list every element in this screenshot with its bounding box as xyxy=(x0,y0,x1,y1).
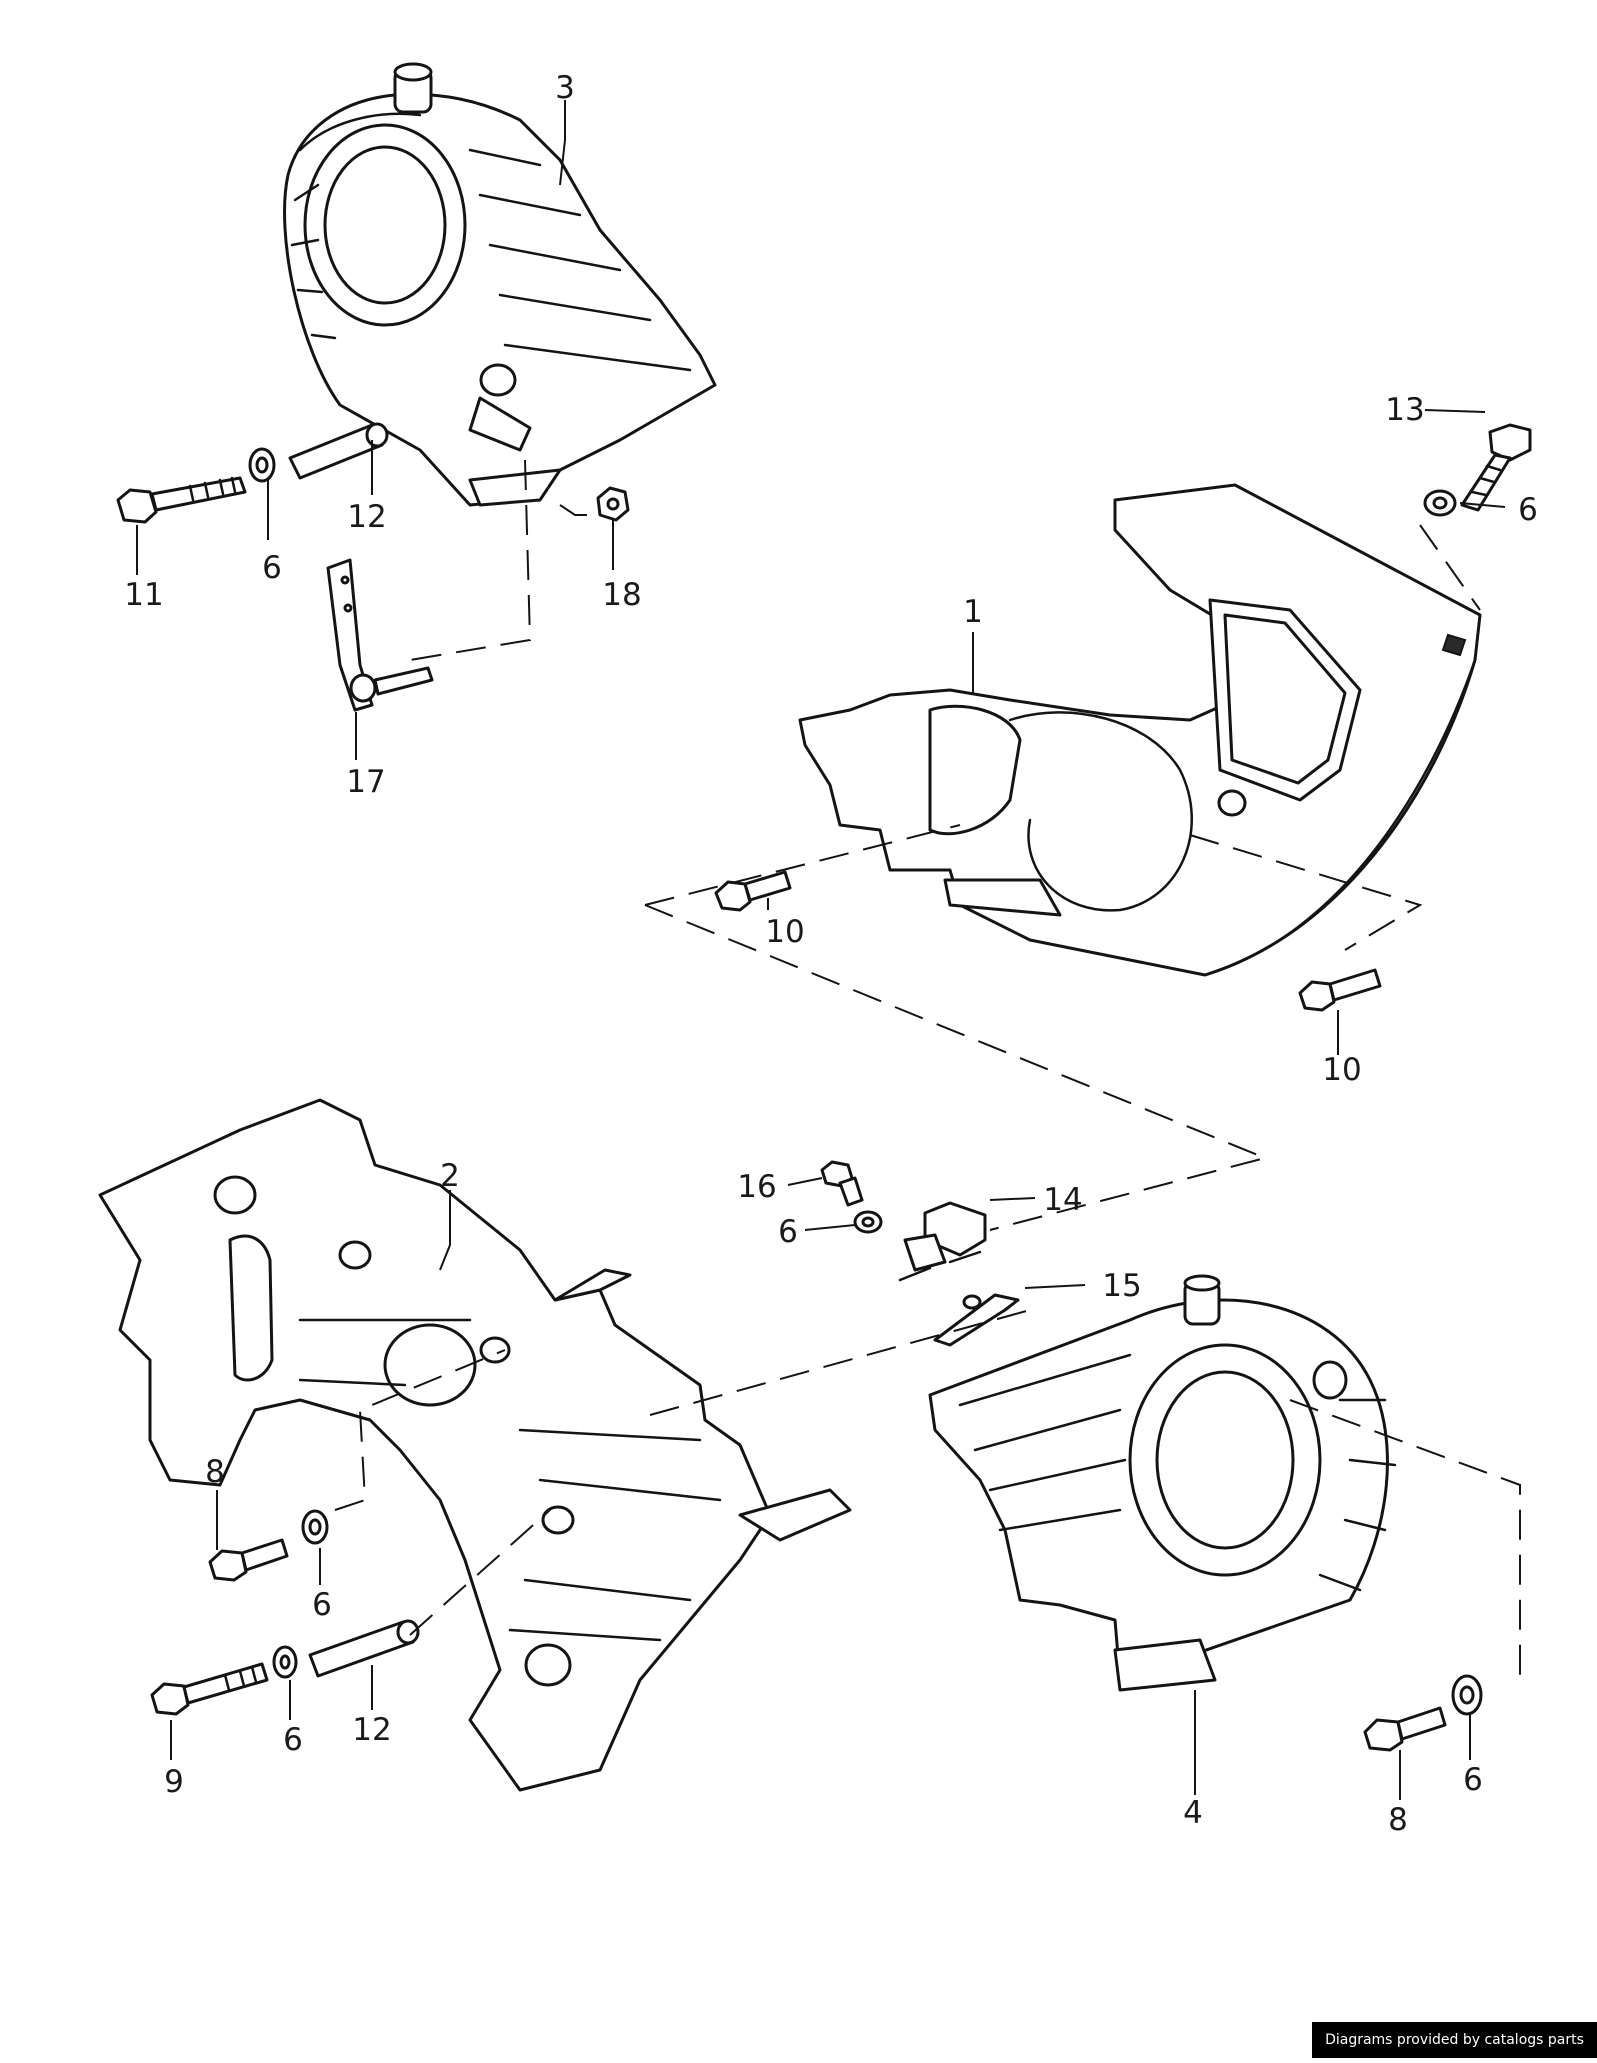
callout-3: 3 xyxy=(555,70,575,106)
callout-6-left-bottom: 6 xyxy=(283,1722,303,1758)
sensor-14 xyxy=(898,1201,987,1282)
nut-18 xyxy=(596,486,630,522)
washer-6-center xyxy=(853,1210,883,1234)
bolt-13 xyxy=(1460,423,1532,512)
bolt-10-left xyxy=(714,870,792,912)
callout-6-right-bottom: 6 xyxy=(1463,1762,1483,1798)
washer-6-right-top xyxy=(1423,489,1457,517)
callout-13: 13 xyxy=(1385,392,1424,428)
callout-17: 17 xyxy=(346,764,385,800)
callout-18: 18 xyxy=(602,577,641,613)
bolt-8-left xyxy=(208,1538,289,1582)
bolt-10-right xyxy=(1298,968,1382,1012)
part-4-lower-right-cover xyxy=(928,1274,1397,1692)
washer-6-top xyxy=(248,447,276,483)
washer-6-right-bottom xyxy=(1451,1674,1483,1716)
callout-1: 1 xyxy=(963,594,983,630)
callout-8-left: 8 xyxy=(205,1454,225,1490)
bolt-8-right xyxy=(1363,1706,1447,1752)
callout-12-top: 12 xyxy=(347,499,386,535)
callout-14: 14 xyxy=(1043,1182,1082,1218)
callout-10-left: 10 xyxy=(765,914,804,950)
washer-6-left-bottom xyxy=(272,1645,298,1679)
callout-6-top: 6 xyxy=(262,550,282,586)
washer-6-left-middle xyxy=(301,1509,329,1545)
leader-lines xyxy=(136,100,1506,1800)
callout-11: 11 xyxy=(124,577,163,613)
credit-banner: Diagrams provided by catalogs parts xyxy=(1312,2022,1597,2058)
bracket-17 xyxy=(326,558,434,712)
bolt-16 xyxy=(820,1160,864,1207)
clip-15 xyxy=(933,1293,1020,1347)
callout-15: 15 xyxy=(1102,1268,1141,1304)
sleeve-12-top xyxy=(288,422,389,480)
callout-labels: 3 11 6 12 18 17 13 6 1 10 10 2 16 6 14 1… xyxy=(124,70,1538,1838)
sleeve-12-bottom xyxy=(308,1619,420,1678)
callout-9: 9 xyxy=(164,1764,184,1800)
callout-8-right: 8 xyxy=(1388,1802,1408,1838)
callout-4: 4 xyxy=(1183,1795,1203,1831)
callout-2: 2 xyxy=(440,1158,460,1194)
bolt-9 xyxy=(150,1662,269,1716)
callout-10-right: 10 xyxy=(1322,1052,1361,1088)
callout-16: 16 xyxy=(737,1169,776,1205)
callout-6-right-top: 6 xyxy=(1518,492,1538,528)
callout-12-bottom: 12 xyxy=(352,1712,391,1748)
assembly-dash-lines xyxy=(334,459,1521,1680)
part-1-center-cover xyxy=(798,483,1482,977)
callout-6-left-middle: 6 xyxy=(312,1587,332,1623)
callout-6-center: 6 xyxy=(778,1214,798,1250)
part-2-lower-left-cover xyxy=(98,1098,852,1792)
bolt-11 xyxy=(116,476,247,524)
part-3-upper-cover xyxy=(283,62,717,507)
